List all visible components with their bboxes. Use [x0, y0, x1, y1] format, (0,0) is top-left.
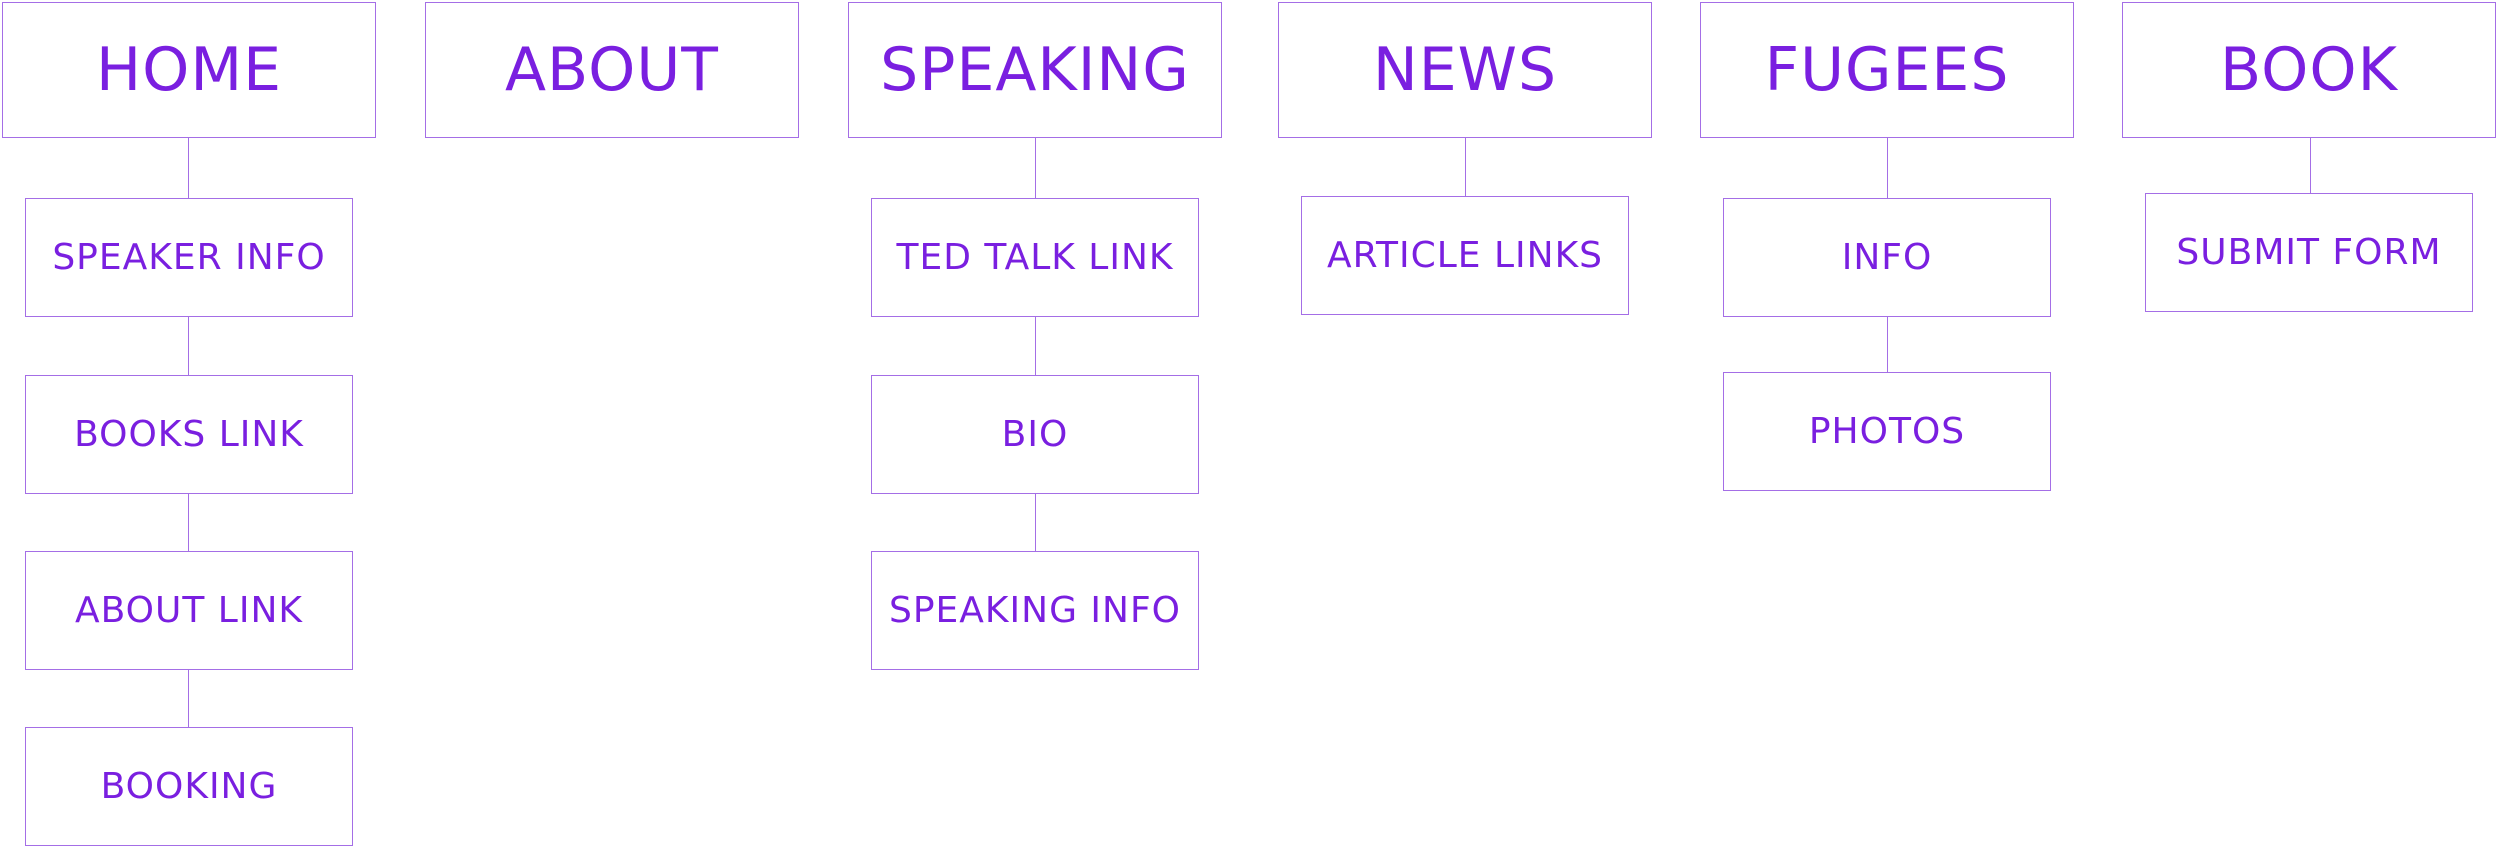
- home-child-booking-label: BOOKING: [100, 766, 278, 807]
- section-home-label: HOME: [95, 35, 283, 105]
- speaking-child-speaking-info-label: SPEAKING INFO: [888, 590, 1182, 631]
- home-child-books-link[interactable]: BOOKS LINK: [25, 375, 353, 494]
- section-speaking-label: SPEAKING: [880, 35, 1190, 105]
- section-news-label: NEWS: [1372, 35, 1558, 105]
- speaking-child-ted-talk-link-label: TED TALK LINK: [896, 237, 1174, 278]
- book-child-submit-form-label: SUBMIT FORM: [2176, 232, 2442, 273]
- news-child-article-links[interactable]: ARTICLE LINKS: [1301, 196, 1629, 315]
- section-about[interactable]: ABOUT: [425, 2, 799, 138]
- connector-speaking-1: [1035, 138, 1036, 198]
- home-child-about-link-label: ABOUT LINK: [74, 590, 304, 631]
- home-child-speaker-info[interactable]: SPEAKER INFO: [25, 198, 353, 317]
- home-child-books-link-label: BOOKS LINK: [74, 414, 304, 455]
- fugees-child-photos-label: PHOTOS: [1808, 411, 1966, 452]
- section-about-label: ABOUT: [505, 35, 719, 105]
- connector-home-1: [188, 138, 189, 198]
- fugees-child-info[interactable]: INFO: [1723, 198, 2051, 317]
- connector-speaking-3: [1035, 494, 1036, 551]
- speaking-child-ted-talk-link[interactable]: TED TALK LINK: [871, 198, 1199, 317]
- section-fugees-label: FUGEES: [1764, 35, 2010, 105]
- connector-fugees-2: [1887, 317, 1888, 372]
- connector-home-3: [188, 494, 189, 551]
- speaking-child-bio-label: BIO: [1001, 414, 1069, 455]
- connector-home-4: [188, 670, 189, 727]
- section-fugees[interactable]: FUGEES: [1700, 2, 2074, 138]
- connector-home-2: [188, 317, 189, 375]
- home-child-about-link[interactable]: ABOUT LINK: [25, 551, 353, 670]
- home-child-booking[interactable]: BOOKING: [25, 727, 353, 846]
- connector-speaking-2: [1035, 317, 1036, 375]
- connector-fugees-1: [1887, 138, 1888, 198]
- section-book[interactable]: BOOK: [2122, 2, 2496, 138]
- connector-news-1: [1465, 138, 1466, 196]
- section-speaking[interactable]: SPEAKING: [848, 2, 1222, 138]
- connector-book-1: [2310, 138, 2311, 193]
- fugees-child-info-label: INFO: [1841, 237, 1933, 278]
- speaking-child-bio[interactable]: BIO: [871, 375, 1199, 494]
- section-home[interactable]: HOME: [2, 2, 376, 138]
- book-child-submit-form[interactable]: SUBMIT FORM: [2145, 193, 2473, 312]
- news-child-article-links-label: ARTICLE LINKS: [1326, 235, 1604, 276]
- fugees-child-photos[interactable]: PHOTOS: [1723, 372, 2051, 491]
- section-news[interactable]: NEWS: [1278, 2, 1652, 138]
- section-book-label: BOOK: [2220, 35, 2398, 105]
- speaking-child-speaking-info[interactable]: SPEAKING INFO: [871, 551, 1199, 670]
- home-child-speaker-info-label: SPEAKER INFO: [52, 237, 326, 278]
